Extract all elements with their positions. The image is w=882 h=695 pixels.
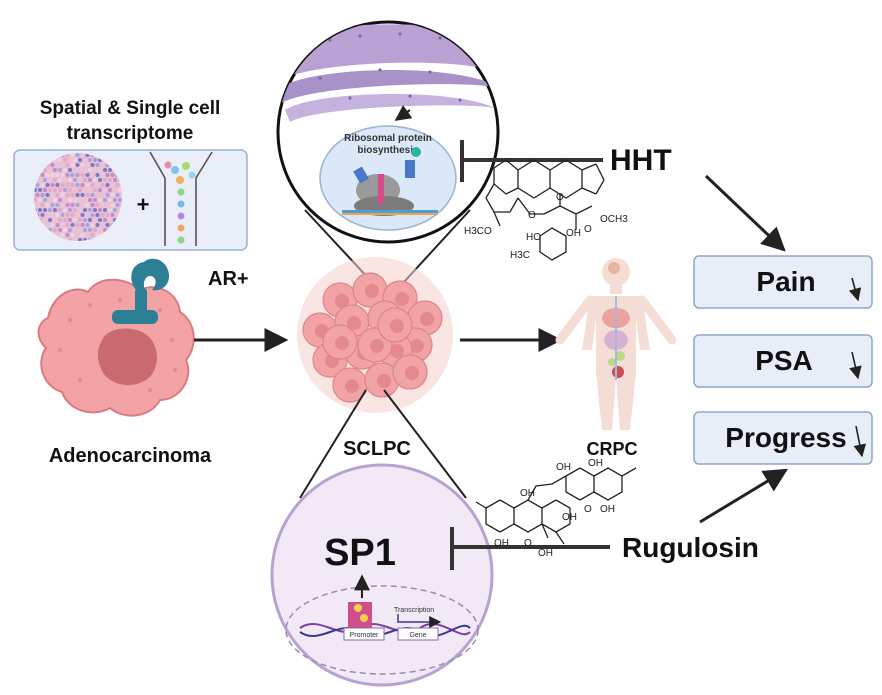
svg-text:OH: OH — [538, 548, 553, 559]
ribosomal-label-1: Ribosomal protein — [344, 133, 432, 144]
svg-text:H3C: H3C — [510, 250, 530, 261]
hht-inhibition-line — [460, 140, 603, 182]
rugulosin-inhibition-line — [450, 527, 610, 570]
decrease-arrow-icon — [848, 277, 862, 302]
sp1-label: SP1 — [324, 532, 396, 574]
svg-text:O: O — [556, 192, 564, 203]
plus-sign: + — [137, 192, 150, 217]
svg-text:OH: OH — [588, 458, 603, 469]
outcome-progress-label: Progress — [725, 422, 846, 453]
hht-chemical-structure — [485, 159, 605, 261]
arrow-rugulosin-to-outcomes — [699, 468, 789, 524]
svg-text:OH: OH — [562, 512, 577, 523]
svg-text:O: O — [584, 504, 592, 515]
gene-label: Gene — [409, 632, 426, 639]
adenocarcinoma-cell-icon — [37, 258, 195, 417]
outcome-pain: Pain — [693, 255, 873, 309]
adenocarcinoma-label: Adenocarcinoma — [49, 445, 212, 467]
svg-text:H3CO: H3CO — [464, 226, 492, 237]
spatial-transcriptome-panel: Spatial & Single cell transcriptome + — [13, 98, 248, 251]
decrease-arrow-icon — [849, 351, 862, 380]
androgen-receptor-icon — [112, 258, 170, 324]
svg-text:OCH3: OCH3 — [600, 214, 628, 225]
promoter-label: Promoter — [350, 632, 379, 639]
arrow-hht-to-outcomes — [704, 174, 786, 252]
decrease-arrow-icon — [853, 425, 867, 458]
single-cell-funnel-icon — [149, 151, 213, 246]
nucleus — [97, 328, 157, 386]
outcome-psa-label: PSA — [755, 345, 813, 376]
ribosomal-label-2: biosynthesis — [357, 145, 419, 156]
ar-plus-label: AR+ — [208, 268, 249, 290]
crpc-label: CRPC — [586, 439, 637, 459]
rugulosin-chemical-structure — [475, 467, 637, 545]
sclpc-tumor-cluster-icon — [297, 257, 453, 413]
outcome-progress: Progress — [693, 411, 873, 465]
svg-text:O: O — [584, 224, 592, 235]
svg-text:OH: OH — [556, 462, 571, 473]
outcome-psa: PSA — [693, 334, 873, 388]
rugulosin-chemical-labels: O OH OH OH OH OH OH O OH — [494, 458, 615, 559]
sclpc-label: SCLPC — [343, 438, 411, 460]
svg-text:OH: OH — [566, 228, 581, 239]
rugulosin-label: Rugulosin — [622, 532, 759, 563]
svg-text:OH: OH — [494, 538, 509, 549]
spatial-title-line1: Spatial & Single cell — [40, 98, 221, 119]
svg-text:OH: OH — [520, 488, 535, 499]
svg-text:HO: HO — [526, 232, 541, 243]
hht-label: HHT — [610, 144, 672, 177]
outcome-pain-label: Pain — [756, 266, 815, 297]
sp1-zoom-circle: SP1 Transcription Promoter Gene — [270, 389, 494, 687]
hht-chemical-labels: H3CO OCH3 HO OH O O O H3C — [464, 192, 628, 261]
ribosome-zoom-circle: Ribosomal protein biosynthesis — [276, 20, 500, 296]
svg-text:O: O — [524, 538, 532, 549]
human-body-icon — [555, 258, 677, 430]
transcription-label: Transcription — [394, 607, 434, 614]
spatial-title-line2: transcriptome — [67, 123, 194, 144]
svg-text:OH: OH — [600, 504, 615, 515]
svg-text:O: O — [528, 210, 536, 221]
